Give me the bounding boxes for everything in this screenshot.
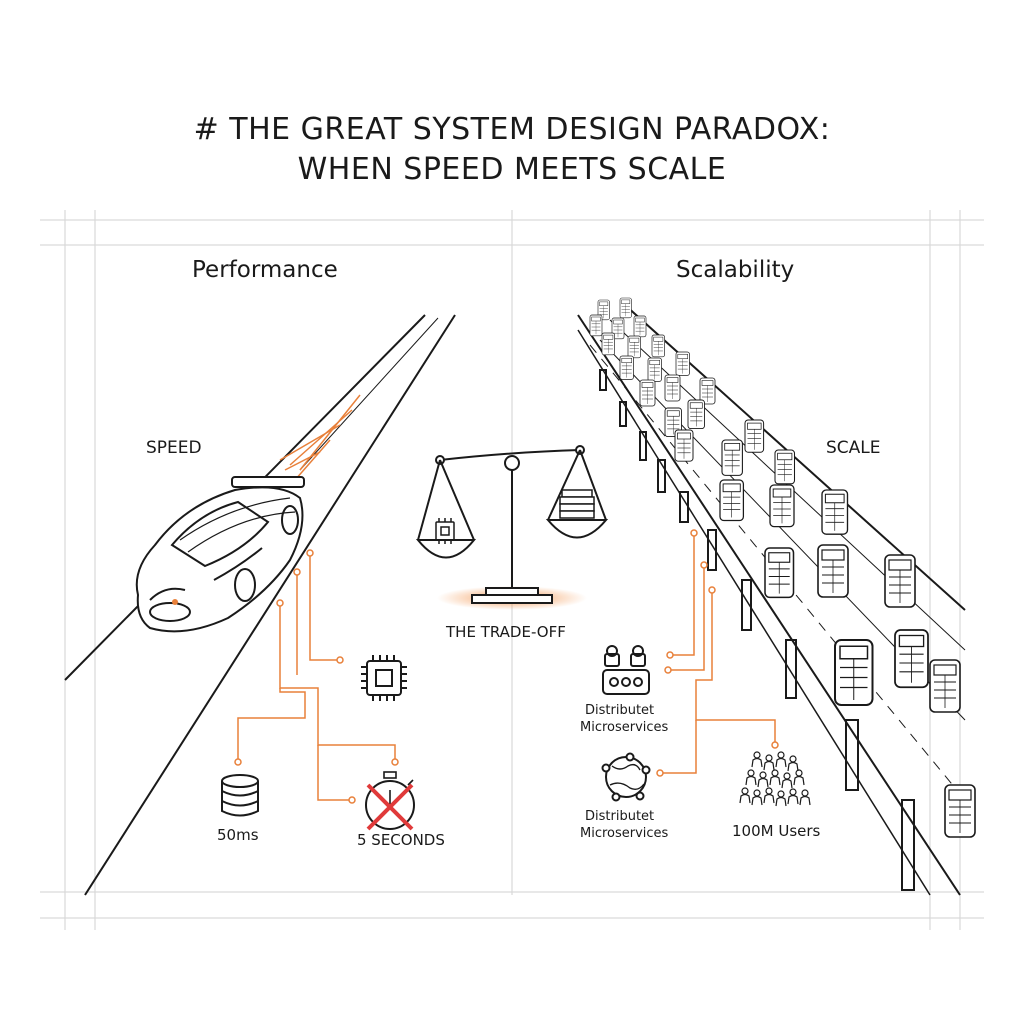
balance-scale-icon: [415, 445, 609, 610]
chip-icon: [435, 518, 455, 544]
database-icon: [221, 774, 259, 817]
microservices-b-line-1: Distributet: [585, 809, 655, 824]
speed-tag: SPEED: [146, 438, 202, 458]
server-stack-icon: [559, 489, 595, 519]
title-line-1: # THE GREAT SYSTEM DESIGN PARADOX:: [193, 112, 831, 147]
globe-network-icon: [601, 752, 651, 802]
microservices-a-line-2: Microservices: [580, 720, 669, 735]
title-line-2: WHEN SPEED MEETS SCALE: [297, 152, 727, 187]
speed-streaks: [279, 394, 361, 481]
cpu-chip-icon: [361, 655, 407, 701]
race-car-icon: [135, 476, 305, 633]
scale-tag: SCALE: [826, 438, 881, 458]
crowd-icon: [739, 751, 811, 807]
crossed-stopwatch-icon: [365, 771, 415, 831]
performance-connectors: [237, 553, 396, 801]
speed-road: [64, 314, 456, 896]
users-label: 100M Users: [732, 822, 821, 840]
trade-off-label: THE TRADE-OFF: [446, 623, 566, 641]
microservices-b-line-2: Microservices: [580, 826, 669, 841]
scalability-heading: Scalability: [676, 257, 795, 283]
frame-grid: [40, 210, 984, 930]
scalability-connectors: [660, 533, 776, 774]
microservices-a-line-1: Distributet: [585, 703, 655, 718]
performance-heading: Performance: [192, 257, 338, 283]
team-nodes-icon: [602, 645, 650, 695]
timer-label: 5 SECONDS: [357, 831, 445, 849]
database-latency-label: 50ms: [217, 826, 259, 844]
